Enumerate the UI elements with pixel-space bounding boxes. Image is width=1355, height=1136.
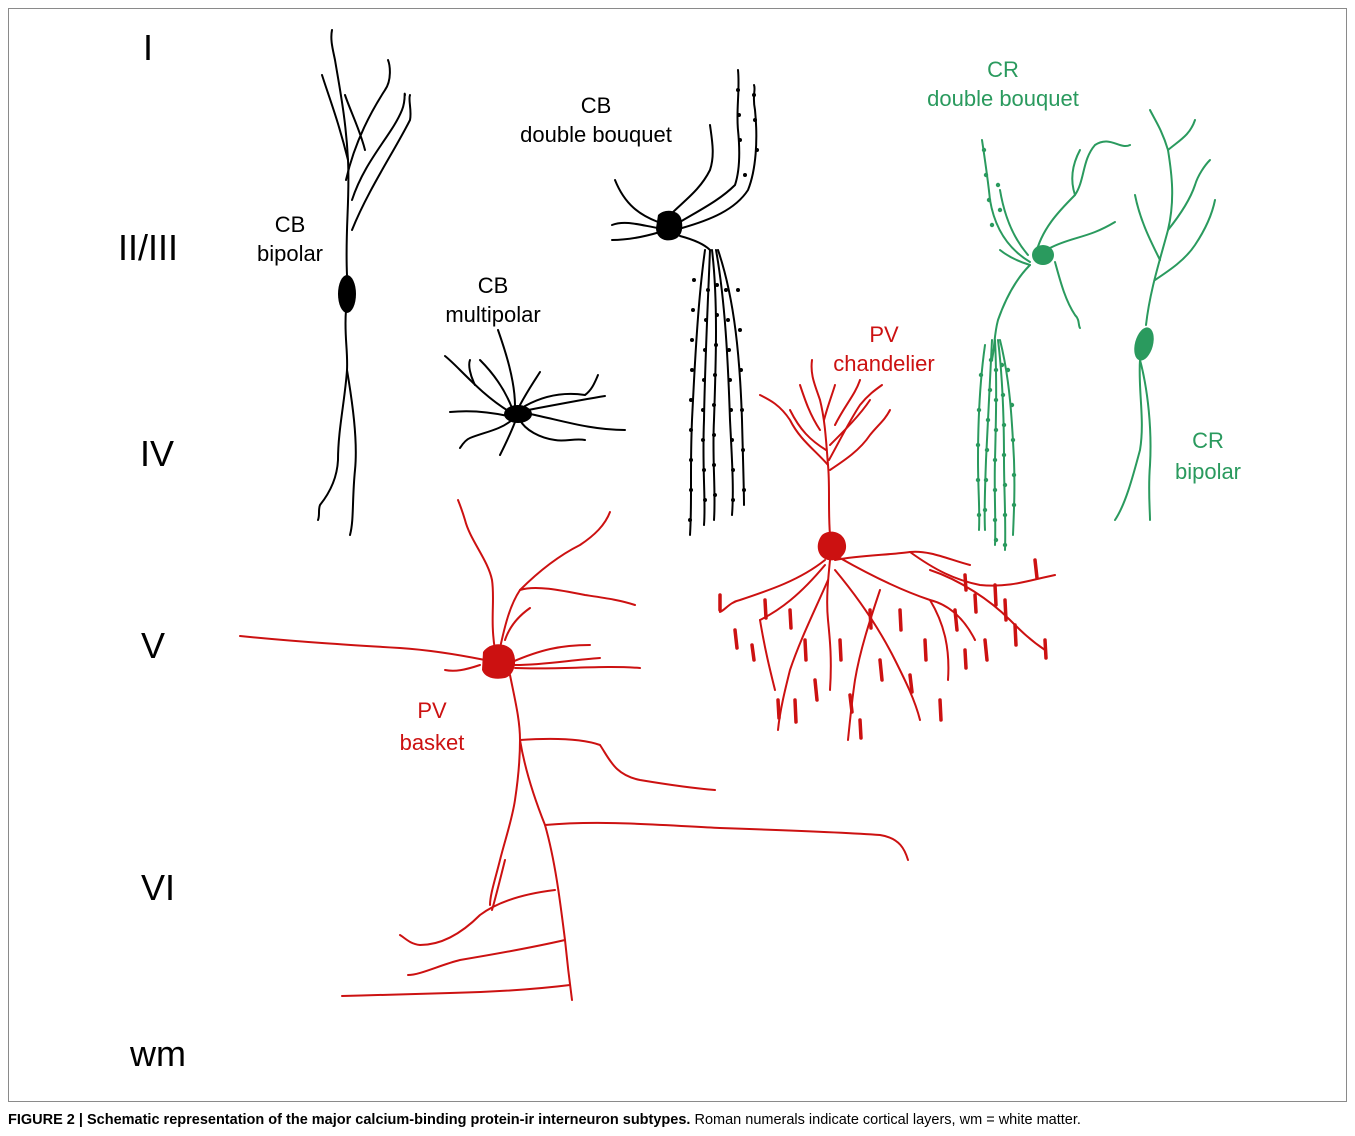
- cr-double-bouquet-label-1: CR: [987, 57, 1019, 82]
- cb-double-bouquet-soma: [656, 211, 682, 241]
- layer-label-iv: IV: [140, 433, 174, 474]
- layer-label-ii-iii: II/III: [118, 227, 178, 268]
- layer-label-vi: VI: [141, 867, 175, 908]
- cb-bipolar-label-1: CB: [275, 212, 306, 237]
- cb-multipolar-neuron: [445, 330, 625, 455]
- cr-bipolar-label-2: bipolar: [1175, 459, 1241, 484]
- cr-double-bouquet-label-2: double bouquet: [927, 86, 1079, 111]
- caption-text: Roman numerals indicate cortical layers,…: [690, 1112, 1080, 1128]
- layer-labels: I II/III IV V VI wm: [118, 27, 186, 1074]
- caption-title: FIGURE 2 | Schematic representation of t…: [8, 1112, 690, 1128]
- pv-chandelier-label-1: PV: [869, 322, 899, 347]
- cb-bipolar-soma: [338, 275, 356, 313]
- cb-multipolar-label-2: multipolar: [445, 302, 540, 327]
- cb-double-bouquet-label-1: CB: [581, 93, 612, 118]
- cb-bipolar-label-2: bipolar: [257, 241, 323, 266]
- layer-label-v: V: [141, 625, 165, 666]
- pv-basket-label-2: basket: [400, 730, 465, 755]
- pv-chandelier-soma: [818, 532, 846, 561]
- pv-chandelier-label-2: chandelier: [833, 351, 935, 376]
- pv-basket-label-1: PV: [417, 698, 447, 723]
- cr-double-bouquet-soma: [1032, 245, 1054, 265]
- cb-multipolar-soma: [504, 405, 532, 423]
- cr-bipolar-label-1: CR: [1192, 428, 1224, 453]
- cb-double-bouquet-label-2: double bouquet: [520, 122, 672, 147]
- cb-bipolar-neuron: [318, 30, 411, 535]
- pv-basket-soma: [482, 644, 515, 678]
- pv-chandelier-cartridges: [720, 560, 1046, 738]
- cr-double-bouquet-neuron: [978, 140, 1130, 550]
- cb-multipolar-label-1: CB: [478, 273, 509, 298]
- layer-label-i: I: [143, 27, 153, 68]
- figure-caption: FIGURE 2 | Schematic representation of t…: [8, 1110, 1347, 1130]
- pv-basket-neuron: [240, 500, 908, 1000]
- interneuron-diagram: I II/III IV V VI wm CB bipolar CB multip…: [0, 0, 1355, 1105]
- cr-bipolar-soma: [1131, 325, 1157, 363]
- layer-label-wm: wm: [129, 1033, 186, 1074]
